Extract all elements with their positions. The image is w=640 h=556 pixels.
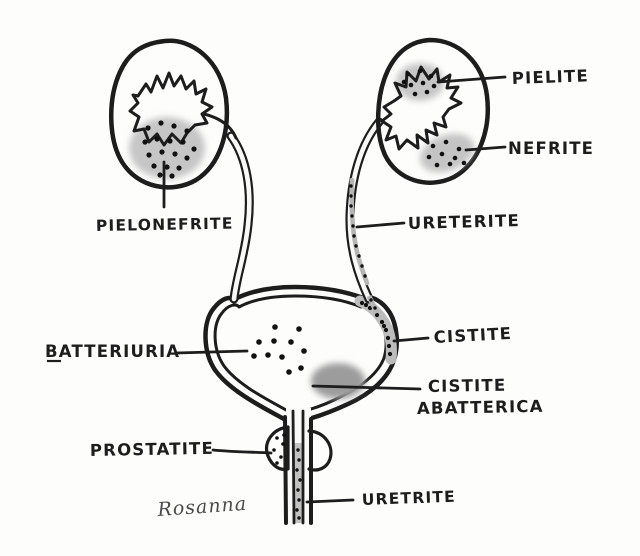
- label-pielite: PIELITE: [511, 66, 589, 88]
- prostatite-bump: [265, 425, 290, 472]
- leader-ureterite: [355, 221, 406, 229]
- left-renal-pelvis: [128, 71, 214, 147]
- artist-signature: Rosanna: [156, 493, 248, 521]
- uretrite-dots: [295, 448, 302, 520]
- cistite-abatterica-blob: [311, 363, 365, 399]
- label-cistite: CISTITE: [433, 324, 512, 347]
- label-cistite-abatterica-line2: ABATTERICA: [417, 397, 544, 418]
- left-kidney-outline: [109, 38, 230, 190]
- leader-cistite-abatterica: [311, 384, 422, 391]
- cistite-infection-patch: [354, 295, 397, 365]
- label-uretrite: URETRITE: [362, 488, 457, 509]
- label-cistite-abatterica-line1: CISTITE: [428, 376, 507, 396]
- ureterite-infection-patch: [349, 177, 380, 315]
- left-pelvis-funnel: [202, 112, 238, 140]
- label-pielonefrite: PIELONEFRITE: [96, 215, 234, 235]
- right-kidney: [376, 37, 490, 185]
- bladder-inner-wall: [213, 294, 388, 413]
- left-kidney: [109, 38, 238, 190]
- leader-cistite: [392, 336, 430, 343]
- label-batteriuria: BATTERIURIA: [45, 342, 180, 361]
- leader-prostatite: [211, 448, 273, 455]
- leader-pielite: [436, 75, 507, 84]
- right-renal-pelvis: [380, 65, 463, 151]
- leader-nefrite: [464, 145, 507, 152]
- right-ureter: [345, 117, 384, 315]
- left-ureter: [226, 131, 254, 304]
- label-ureterite: URETERITE: [408, 211, 521, 233]
- label-prostatite: PROSTATITE: [90, 439, 214, 460]
- label-nefrite: NEFRITE: [508, 139, 594, 158]
- leader-batteriuria: [174, 349, 249, 355]
- prostate-right-lobe: [307, 429, 333, 472]
- right-kidney-outline: [376, 37, 490, 185]
- nefrite-patch: [419, 133, 475, 173]
- prostatite-dots: [272, 433, 286, 465]
- prostate: [265, 425, 333, 472]
- pielite-dots: [401, 68, 437, 97]
- leader-lines: [162, 75, 507, 504]
- nefrite-dots: [426, 139, 467, 168]
- batteriuria-dots: [251, 324, 307, 375]
- bladder-outer-wall: [203, 284, 400, 422]
- bladder: [203, 284, 400, 422]
- leader-uretrite: [305, 498, 355, 504]
- pielonefrite-dots: [142, 120, 197, 179]
- uretrite-infection-patch: [294, 443, 303, 523]
